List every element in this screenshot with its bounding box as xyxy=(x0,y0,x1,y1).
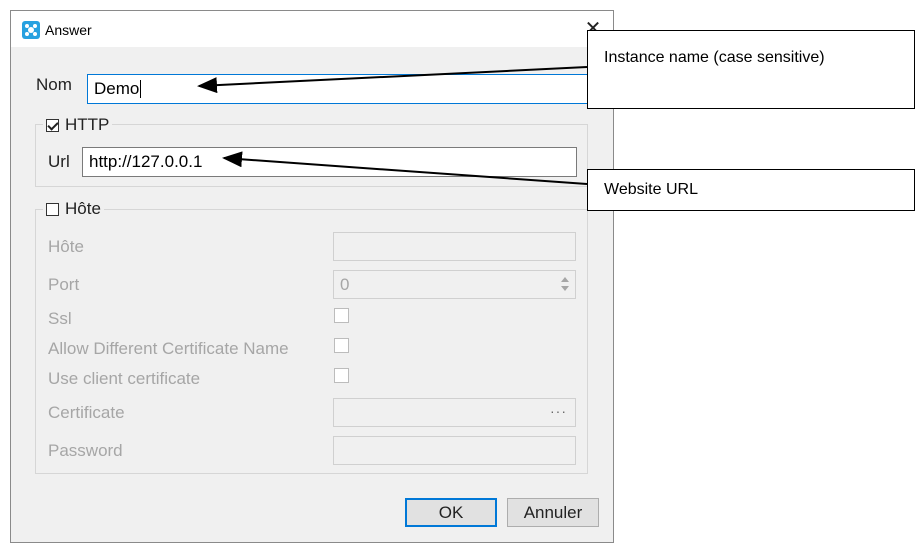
host-label: Hôte xyxy=(48,237,84,256)
window-title: Answer xyxy=(45,22,92,38)
port-value: 0 xyxy=(340,274,350,294)
http-label: HTTP xyxy=(65,115,110,134)
password-label: Password xyxy=(48,441,123,460)
host-toggle[interactable]: Hôte xyxy=(43,198,104,220)
allow-different-cert-label: Allow Different Certificate Name xyxy=(48,339,289,358)
website-arrow xyxy=(222,151,588,185)
ok-button[interactable]: OK xyxy=(405,498,497,527)
nom-value: Demo xyxy=(94,79,140,98)
spin-up-icon[interactable] xyxy=(561,277,569,282)
certificate-input[interactable]: ··· xyxy=(333,398,576,427)
answer-dialog: Answer ✕ Nom Demo HTTP Url http://127.0.… xyxy=(10,10,614,543)
spin-down-icon[interactable] xyxy=(561,286,569,291)
ssl-label: Ssl xyxy=(48,309,72,328)
url-value: http://127.0.0.1 xyxy=(89,152,203,171)
port-label: Port xyxy=(48,275,80,294)
client-cert-label: Use client certificate xyxy=(48,369,201,388)
app-logo-icon xyxy=(22,21,40,39)
http-group xyxy=(35,124,588,187)
client-cert-checkbox[interactable] xyxy=(334,368,349,383)
cancel-button[interactable]: Annuler xyxy=(507,498,599,527)
spin-buttons[interactable] xyxy=(557,273,573,297)
instance-arrow xyxy=(197,66,588,94)
ssl-checkbox[interactable] xyxy=(334,308,349,323)
browse-icon[interactable]: ··· xyxy=(550,403,567,419)
http-toggle[interactable]: HTTP xyxy=(43,114,113,136)
http-checkbox[interactable] xyxy=(46,118,59,132)
website-url-callout: Website URL xyxy=(587,169,915,211)
nom-label: Nom xyxy=(36,75,72,94)
certificate-label: Certificate xyxy=(48,403,125,422)
host-input[interactable] xyxy=(333,232,576,261)
password-input[interactable] xyxy=(333,436,576,465)
host-group-label: Hôte xyxy=(65,199,101,218)
instance-name-callout: Instance name (case sensitive) xyxy=(587,30,915,109)
url-label: Url xyxy=(48,152,70,171)
host-checkbox[interactable] xyxy=(46,202,59,216)
text-caret xyxy=(140,80,142,98)
host-group xyxy=(35,209,588,474)
allow-different-cert-checkbox[interactable] xyxy=(334,338,349,353)
port-stepper[interactable]: 0 xyxy=(333,270,576,299)
url-input[interactable]: http://127.0.0.1 xyxy=(82,147,577,177)
